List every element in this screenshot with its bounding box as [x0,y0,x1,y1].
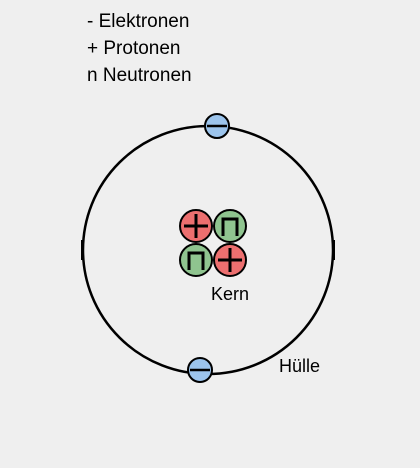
neutron-1 [213,209,247,243]
proton-2 [213,243,247,277]
neutron-2 [179,243,213,277]
proton-1 [179,209,213,243]
legend-electrons: - Elektronen [87,11,190,32]
legend: - Elektronen + Protonen n Neutronen [87,8,192,89]
electron-top [204,113,230,139]
legend-protons: + Protonen [87,38,181,59]
electron-bottom [187,357,213,383]
shell-label: Hülle [279,356,321,376]
nucleus [179,209,247,277]
nucleus-label: Kern [211,284,250,304]
legend-neutrons: n Neutronen [87,65,192,86]
